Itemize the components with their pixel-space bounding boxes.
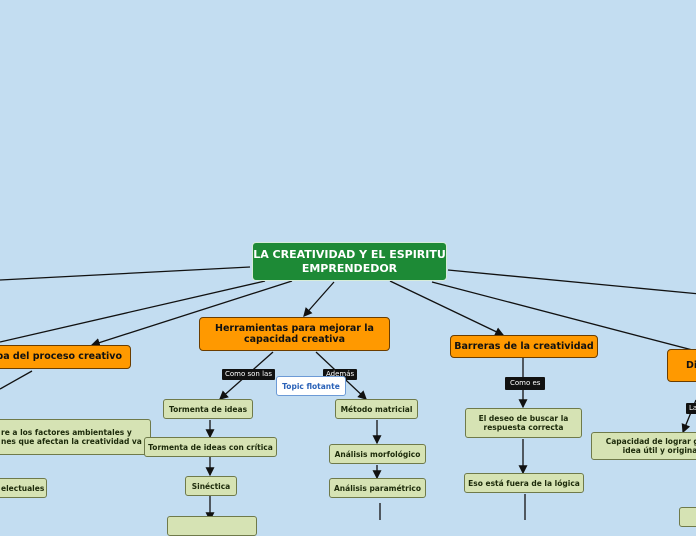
label-ademas: Además	[323, 369, 358, 380]
topic-analisis-parametrico[interactable]: Análisis paramétrico	[329, 478, 426, 498]
topic-herramientas[interactable]: Herramientas para mejorar la capacidad c…	[199, 317, 390, 351]
topic-partial[interactable]	[167, 516, 257, 536]
label-la: La	[686, 403, 696, 414]
topic-sinectica[interactable]: Sinéctica	[185, 476, 237, 496]
topic-tormenta-con-critica[interactable]: Tormenta de ideas con crítica	[144, 437, 277, 457]
topic-barreras[interactable]: Barreras de la creatividad	[450, 335, 598, 358]
topic-analisis-morfologico[interactable]: Análisis morfológico	[329, 444, 426, 464]
root-topic[interactable]: LA CREATIVIDAD Y EL ESPIRITU EMPRENDEDOR	[252, 242, 447, 281]
topic-partial-right[interactable]	[679, 507, 696, 527]
label-como-es: Como es	[505, 377, 546, 390]
topic-deseo-respuesta-correcta[interactable]: El deseo de buscar la respuesta correcta	[465, 408, 582, 438]
topic-tormenta-de-ideas[interactable]: Tormenta de ideas	[163, 399, 253, 419]
topic-metodo-matricial[interactable]: Método matricial	[335, 399, 418, 419]
topic-capacidad-generar-idea[interactable]: Capacidad de lograr gene idea útil y ori…	[591, 432, 696, 460]
topic-di[interactable]: Di	[667, 349, 696, 382]
topic-etapa-proceso-creativo[interactable]: apa del proceso creativo	[0, 345, 131, 369]
connector-lines	[0, 266, 696, 520]
topic-intelectuales[interactable]: electuales	[0, 478, 47, 498]
floating-topic[interactable]: Topic flotante	[276, 376, 346, 396]
topic-factores-ambientales[interactable]: re a los factores ambientales y nes que …	[0, 419, 151, 455]
topic-fuera-de-la-logica[interactable]: Eso está fuera de la lógica	[464, 473, 584, 493]
label-como-son-las: Como son las	[222, 369, 275, 380]
